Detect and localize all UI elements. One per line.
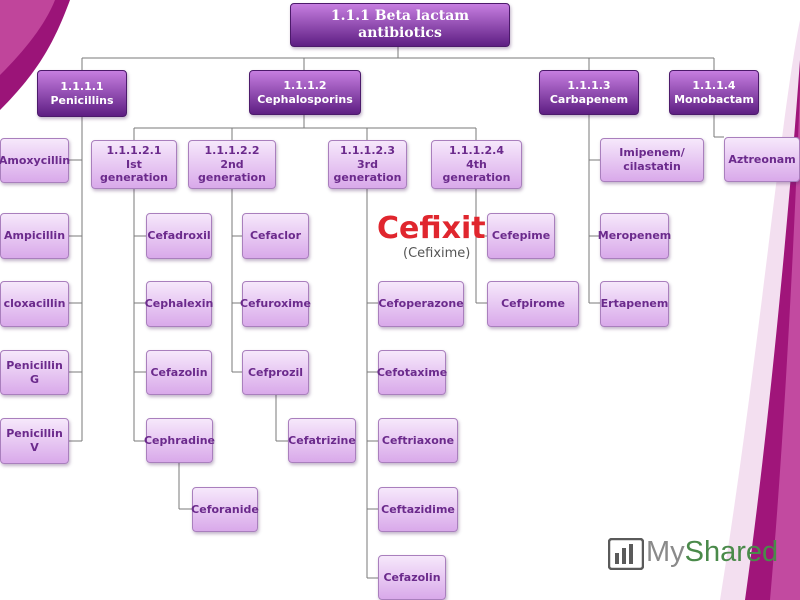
drug-penicillin-g: Penicillin G xyxy=(0,350,69,395)
watermark-my: My xyxy=(646,536,685,568)
category-monobactam: 1.1.1.4 Monobactam xyxy=(669,70,759,115)
drug-cefazolin-third: Cefazolin xyxy=(378,555,446,600)
brand-generic-name: (Cefixime) xyxy=(403,246,471,261)
drug-aztreonam: Aztreonam xyxy=(724,137,800,182)
drug-cefoperazone: Cefoperazone xyxy=(378,281,464,327)
drug-amoxycillin: Amoxycillin xyxy=(0,138,70,183)
drug-cefadroxil: Cefadroxil xyxy=(146,213,212,259)
category-penicillins: 1.1.1.1 Penicillins xyxy=(37,70,127,117)
drug-cloxacillin: cloxacillin xyxy=(0,281,69,327)
root-node: 1.1.1 Beta lactam antibiotics xyxy=(290,3,510,47)
drug-cefpirome: Cefpirome xyxy=(487,281,579,327)
category-cephalosporins: 1.1.1.2 Cephalosporins xyxy=(249,70,361,115)
drug-meropenem: Meropenem xyxy=(598,213,671,259)
drug-cefaclor: Cefaclor xyxy=(242,213,309,259)
brand-name: Cefixit xyxy=(377,211,486,246)
myshared-logo-icon xyxy=(608,538,644,570)
drug-imipenem-cilastatin: Imipenem/ cilastatin xyxy=(600,138,704,182)
drug-cefotaxime: Cefotaxime xyxy=(377,350,447,395)
drug-ampicillin: Ampicillin xyxy=(0,213,69,259)
watermark-shared: Shared xyxy=(684,536,779,568)
drug-cefazolin-first: Cefazolin xyxy=(146,350,212,395)
drug-penicillin-v: Penicillin V xyxy=(0,418,69,464)
category-carbapenem: 1.1.1.3 Carbapenem xyxy=(539,70,639,115)
drug-ceftriaxone: Ceftriaxone xyxy=(378,418,458,463)
drug-cefuroxime: Cefuroxime xyxy=(240,281,311,327)
generation-second: 1.1.1.2.2 2nd generation xyxy=(188,140,276,189)
drug-ceforanide: Ceforanide xyxy=(191,487,259,532)
drug-cefprozil: Cefprozil xyxy=(242,350,309,395)
drug-ceftazidime: Ceftazidime xyxy=(378,487,458,532)
drug-cefepime: Cefepime xyxy=(487,213,555,259)
drug-cephradine: Cephradine xyxy=(144,418,215,463)
generation-fourth: 1.1.1.2.4 4th generation xyxy=(431,140,522,189)
generation-third: 1.1.1.2.3 3rd generation xyxy=(328,140,407,189)
drug-ertapenem: Ertapenem xyxy=(600,281,669,327)
myshared-watermark: MyShared xyxy=(646,536,778,569)
generation-first: 1.1.1.2.1 Ist generation xyxy=(91,140,177,189)
drug-cephalexin: Cephalexin xyxy=(145,281,213,327)
drug-cefatrizine: Cefatrizine xyxy=(288,418,356,463)
